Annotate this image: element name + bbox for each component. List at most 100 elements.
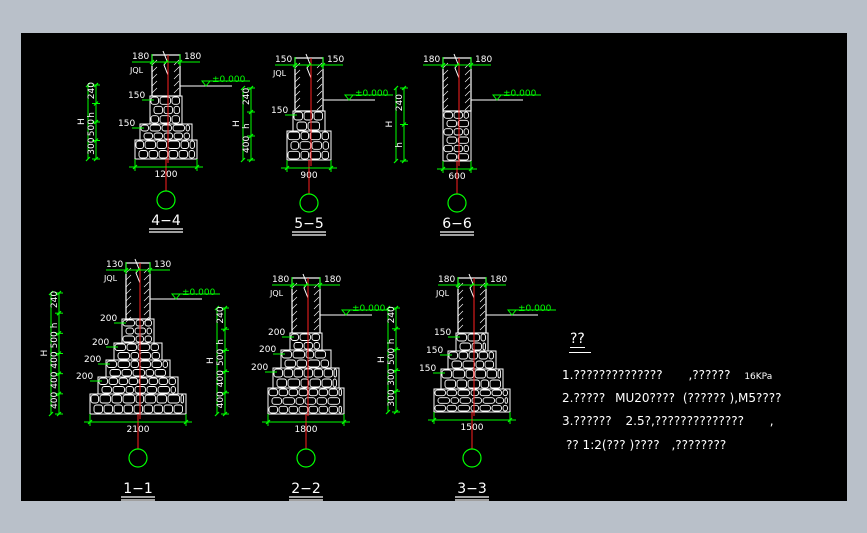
top-dim-tick xyxy=(135,267,141,273)
left-dim-value: h xyxy=(87,112,97,118)
stone xyxy=(313,111,323,121)
H-label: H xyxy=(377,356,387,363)
H-label: H xyxy=(385,121,395,128)
H-dim-tick xyxy=(214,305,220,311)
stone xyxy=(161,124,172,132)
stone xyxy=(323,368,333,378)
wall-hatch xyxy=(291,289,298,296)
left-dim-value: h xyxy=(242,123,252,129)
stone xyxy=(276,378,287,388)
stone xyxy=(471,397,482,404)
stone xyxy=(171,115,180,124)
stone xyxy=(268,388,278,397)
left-dim-value: 240 xyxy=(216,306,226,323)
stone xyxy=(293,368,303,378)
left-dim-value: 240 xyxy=(387,306,397,323)
stone xyxy=(311,333,320,341)
step-offset-label: 200 xyxy=(100,314,117,324)
step-offset-label: 200 xyxy=(259,345,276,355)
left-dim-value: 240 xyxy=(242,88,252,105)
stone xyxy=(453,128,463,136)
wall-hatch xyxy=(313,303,320,310)
wall-hatch xyxy=(173,66,180,73)
H-dim-tick xyxy=(85,156,91,162)
stone xyxy=(457,404,470,412)
top-left-dim: 180 xyxy=(132,52,149,62)
stone xyxy=(308,388,318,397)
stone xyxy=(149,124,161,132)
wall-hatch xyxy=(125,302,132,309)
wall-hatch xyxy=(125,295,132,302)
top-dim-tick xyxy=(306,62,312,68)
stone xyxy=(446,153,457,161)
stone xyxy=(296,359,307,368)
stone xyxy=(290,141,299,150)
top-right-dim: 180 xyxy=(184,52,201,62)
stone xyxy=(480,333,486,342)
stone xyxy=(133,404,143,414)
stone xyxy=(287,150,300,160)
stone xyxy=(185,124,190,132)
wall-hatch xyxy=(151,73,158,80)
stone xyxy=(446,136,457,144)
top-left-dim: 180 xyxy=(423,55,440,65)
stone xyxy=(450,397,459,404)
stone xyxy=(122,335,135,343)
stone xyxy=(146,327,152,335)
stone xyxy=(457,136,469,144)
elevation-label: ±0.000 xyxy=(503,89,537,99)
stone xyxy=(103,404,113,414)
wall-hatch xyxy=(173,80,180,87)
stone xyxy=(278,388,288,397)
stone xyxy=(159,115,171,124)
wall-outline xyxy=(125,262,151,320)
wall-hatch xyxy=(442,83,449,90)
wall-hatch xyxy=(442,76,449,83)
stone xyxy=(109,369,121,377)
stone xyxy=(328,388,338,397)
stone xyxy=(318,388,328,397)
left-dim-value: 400 xyxy=(242,136,252,153)
wall-hatch xyxy=(151,80,158,87)
footing-step xyxy=(149,95,183,125)
stone xyxy=(338,388,342,397)
wall-hatch xyxy=(457,317,464,324)
stone xyxy=(130,360,139,368)
wall-hatch xyxy=(294,90,301,97)
wall-hatch xyxy=(173,87,180,94)
wall-hatch xyxy=(313,296,320,303)
stone xyxy=(309,131,321,141)
stone xyxy=(153,404,163,414)
stone xyxy=(173,404,183,414)
stone xyxy=(288,405,298,414)
footing-step xyxy=(286,130,332,161)
stone xyxy=(309,150,321,160)
stone xyxy=(139,360,151,368)
wall-hatch xyxy=(464,97,471,104)
stone xyxy=(293,342,303,350)
stone xyxy=(321,150,329,160)
stone xyxy=(130,352,139,360)
wall-hatch xyxy=(457,296,464,303)
section-title: 1−1 xyxy=(123,481,153,497)
section-title: 5−5 xyxy=(294,216,324,232)
wall-hatch xyxy=(442,69,449,76)
stone xyxy=(463,128,469,136)
left-dim-value: 300 xyxy=(87,137,97,154)
left-dim-value: 400 xyxy=(216,391,226,408)
stone xyxy=(162,360,168,368)
stone xyxy=(178,150,188,159)
left-dim-value: 400 xyxy=(50,351,60,368)
stone xyxy=(318,405,328,414)
footing-step xyxy=(440,368,504,390)
step-offset-label: 150 xyxy=(434,328,451,338)
H-dim-tick xyxy=(214,411,220,417)
stone xyxy=(444,379,456,389)
wall-hatch xyxy=(143,281,150,288)
stone xyxy=(474,369,486,379)
footing-step xyxy=(289,332,323,351)
wall-hatch xyxy=(313,317,320,324)
stone xyxy=(338,405,342,414)
wall-hatch xyxy=(291,324,298,331)
